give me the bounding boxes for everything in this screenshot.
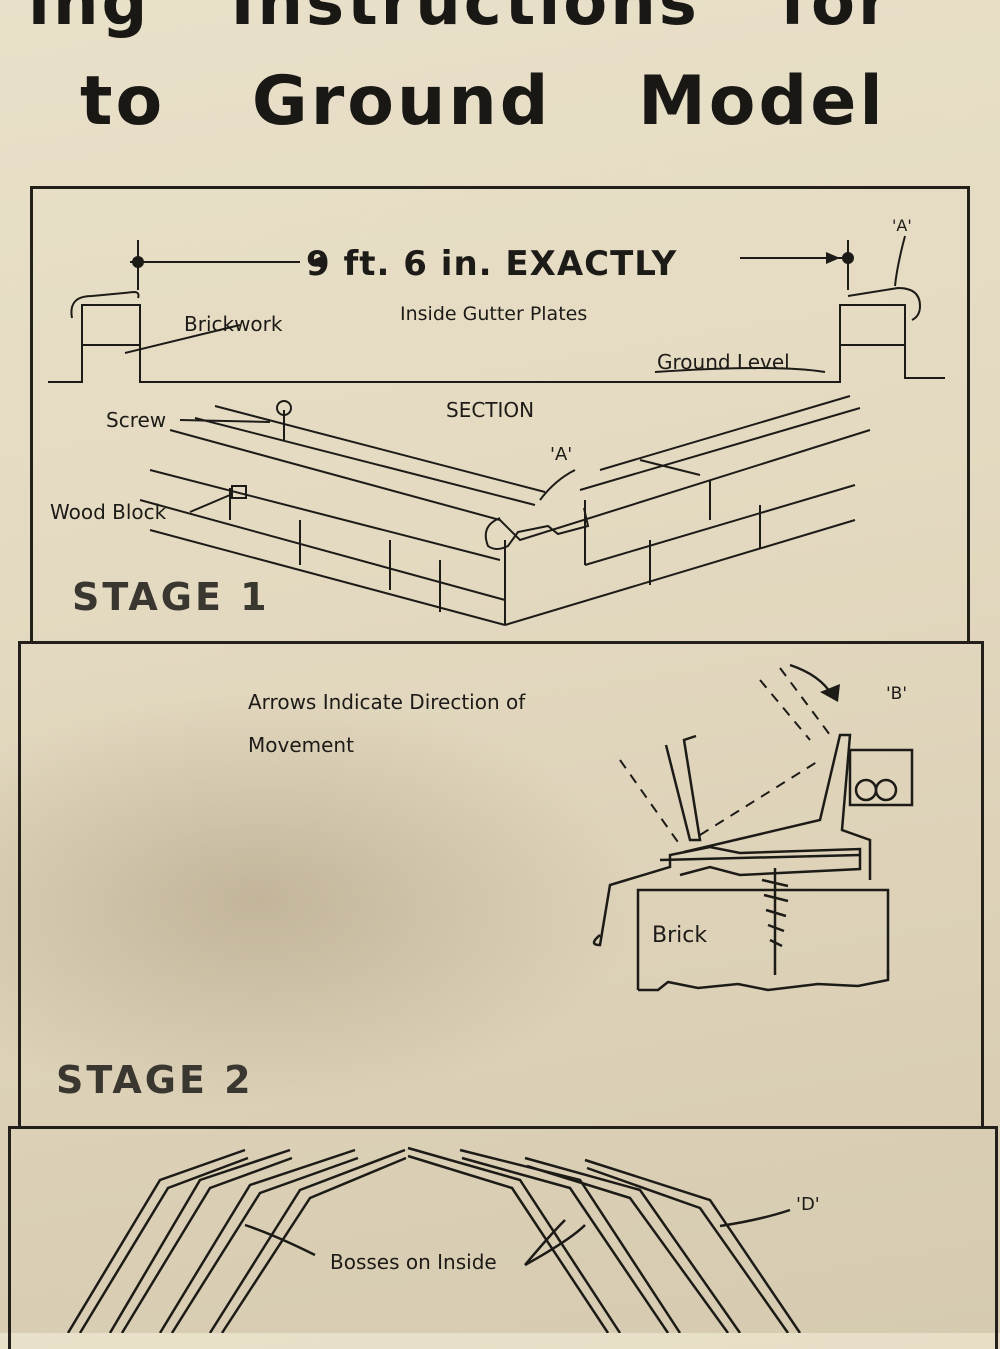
- screw-label: Screw: [106, 408, 167, 432]
- paper-stain: [0, 690, 640, 1110]
- ground-level-label: Ground Level: [657, 350, 790, 374]
- page-title-line-1: ing Instructions for: [28, 0, 893, 40]
- gutter-plates-label: Inside Gutter Plates: [400, 303, 588, 325]
- arrows-note-line-2: Movement: [248, 733, 354, 757]
- dimension-label: 9 ft. 6 in. EXACTLY: [306, 244, 678, 284]
- wood-block-label: Wood Block: [50, 500, 167, 524]
- page-title-line-2: to Ground Model: [80, 62, 886, 141]
- label-b: 'B': [886, 684, 908, 704]
- brickwork-label: Brickwork: [184, 312, 283, 336]
- stage-3-panel: [8, 1126, 998, 1349]
- label-d: 'D': [796, 1194, 820, 1215]
- label-a-top: 'A': [892, 216, 912, 235]
- arrows-note-line-1: Arrows Indicate Direction of: [248, 690, 526, 714]
- stage-2-label: STAGE 2: [56, 1058, 254, 1102]
- label-a: 'A': [550, 444, 573, 465]
- bosses-label: Bosses on Inside: [330, 1250, 497, 1274]
- stage-1-label: STAGE 1: [72, 575, 270, 619]
- section-label: SECTION: [446, 398, 535, 422]
- brick-label: Brick: [652, 923, 708, 948]
